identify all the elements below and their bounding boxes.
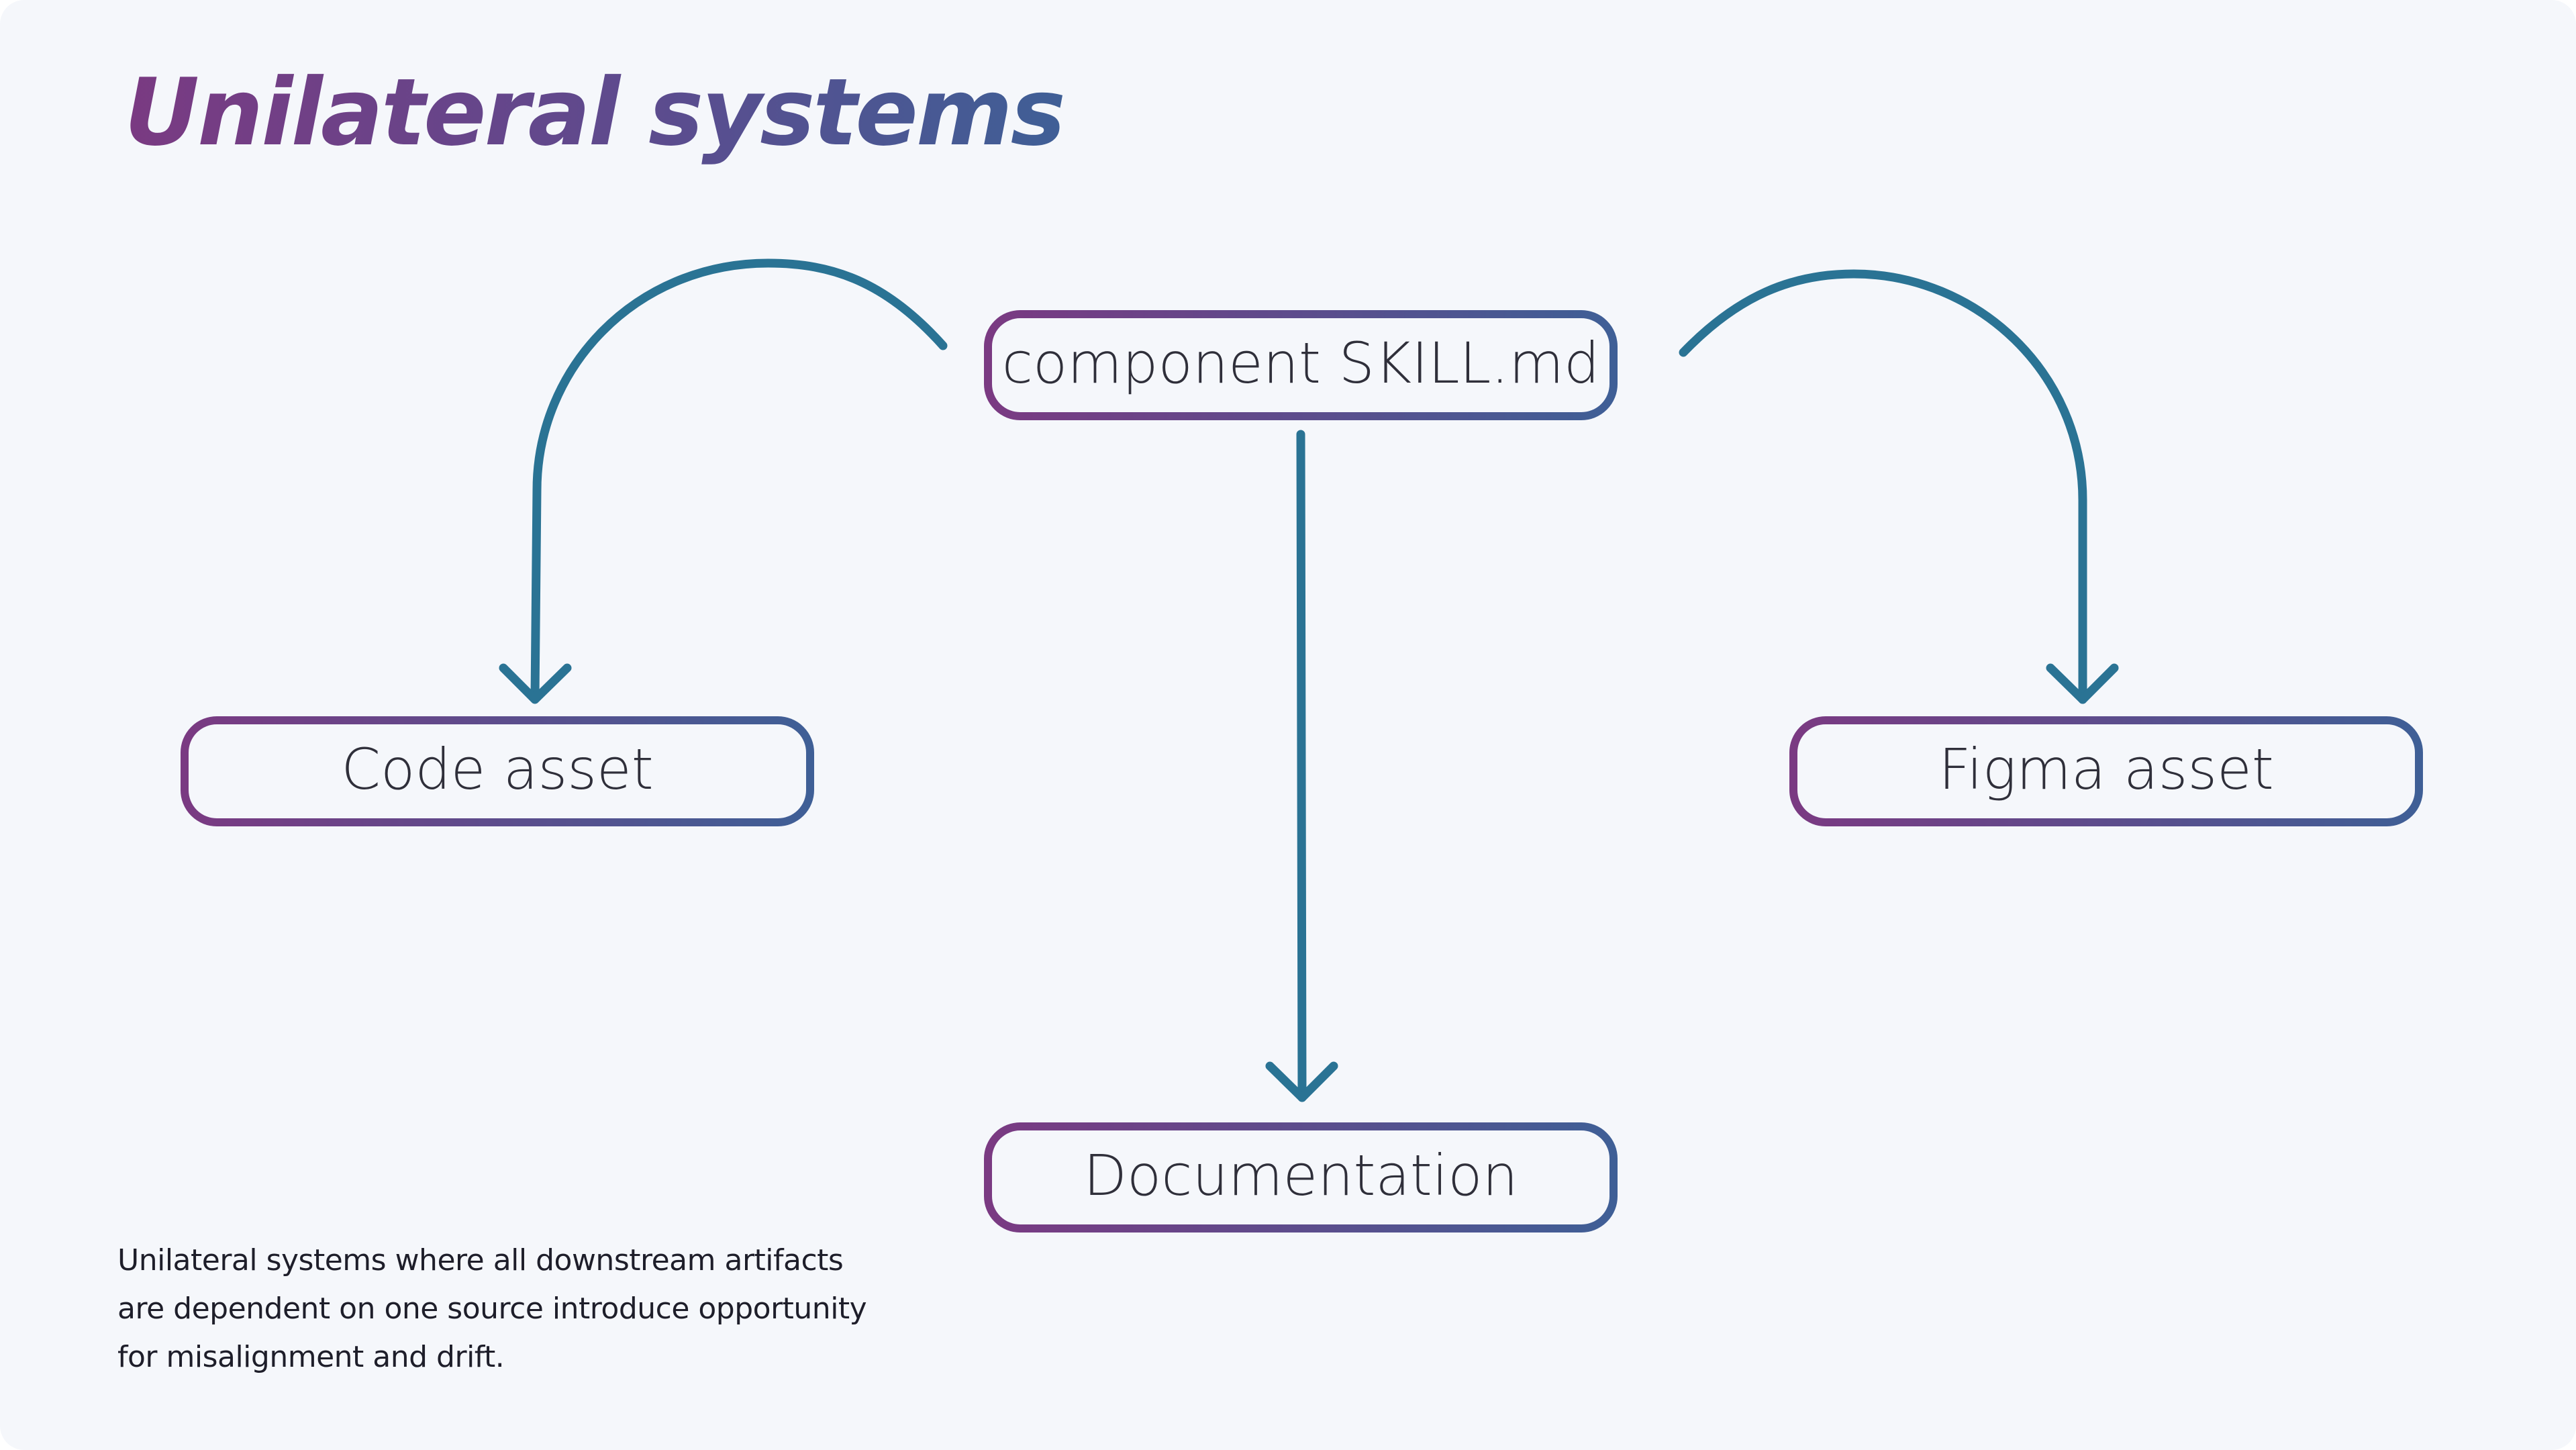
arrow-to-documentation [1296, 430, 1307, 1102]
node-label-figma-asset: Figma asset [1938, 736, 2274, 802]
arrow-head-figma-asset [2046, 663, 2119, 704]
description-text: Unilateral systems where all downstream … [117, 1243, 867, 1374]
node-label-documentation: Documentation [1083, 1143, 1518, 1208]
slide-title: Unilateral systems [124, 57, 1066, 168]
arrow-head-code-asset [499, 663, 572, 704]
arrow-to-figma-asset [1679, 269, 2087, 704]
node-label-component-skill: component SKILL.md [1002, 330, 1600, 396]
node-documentation[interactable]: Documentation [984, 1122, 1618, 1232]
node-figma-asset[interactable]: Figma asset [1789, 716, 2423, 826]
node-code-asset[interactable]: Code asset [181, 716, 814, 826]
arrow-head-documentation [1265, 1061, 1338, 1102]
node-label-code-asset: Code asset [341, 736, 653, 802]
arrow-to-code-asset [530, 258, 948, 703]
node-component-skill[interactable]: component SKILL.md [984, 310, 1618, 420]
